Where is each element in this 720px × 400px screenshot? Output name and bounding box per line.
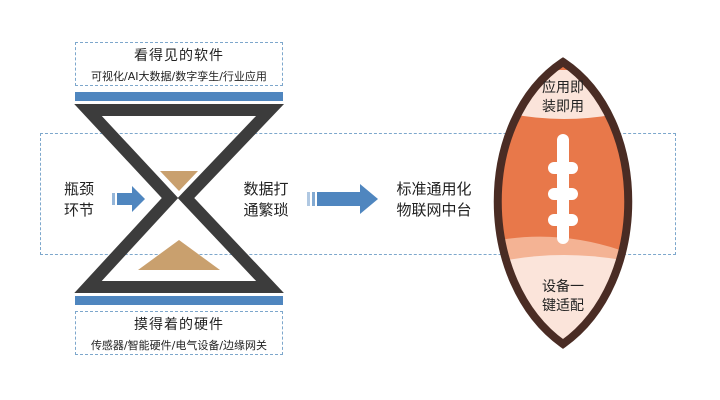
software-subtitle: 可视化/AI大数据/数字孪生/行业应用 [91,70,267,83]
ball-top-label: 应用即 装即用 [533,79,593,117]
sand-bottom [138,240,220,270]
arrow-right-icon [307,184,378,214]
iot-platform-label: 标准通用化 物联网中台 [384,179,484,221]
software-title: 看得见的软件 [134,48,224,64]
sand-top [160,171,198,191]
bottleneck-line-2: 环节 [63,201,94,219]
ball-bottom-line-1: 设备一 [542,279,584,295]
data-connection-label: 数据打 通繁琐 [234,179,298,221]
hardware-title: 摸得着的硬件 [134,317,224,333]
iot-platform-line-2: 物联网中台 [396,201,472,219]
iot-platform-line-1: 标准通用化 [396,180,472,198]
ball-top-line-2: 装即用 [542,99,584,115]
data-connection-line-1: 数据打 [243,180,289,198]
bottom-bar [75,296,283,305]
hourglass-frame [74,104,285,293]
hardware-box: 摸得着的硬件 传感器/智能硬件/电气设备/边缘网关 [75,311,283,355]
software-box: 看得见的软件 可视化/AI大数据/数字孪生/行业应用 [75,42,283,86]
top-bar [75,92,283,101]
bottleneck-line-1: 瓶颈 [63,180,94,198]
hardware-subtitle: 传感器/智能硬件/电气设备/边缘网关 [90,339,268,352]
ball-top-line-1: 应用即 [542,80,584,96]
arrow-right-icon [112,186,145,212]
bottleneck-label: 瓶颈 环节 [54,179,104,221]
highlight-band [40,133,676,255]
hourglass [74,104,285,293]
ball-bottom-line-2: 键适配 [542,298,584,314]
ball-bottom-label: 设备一 键适配 [533,278,593,316]
data-connection-line-2: 通繁琐 [243,201,289,219]
